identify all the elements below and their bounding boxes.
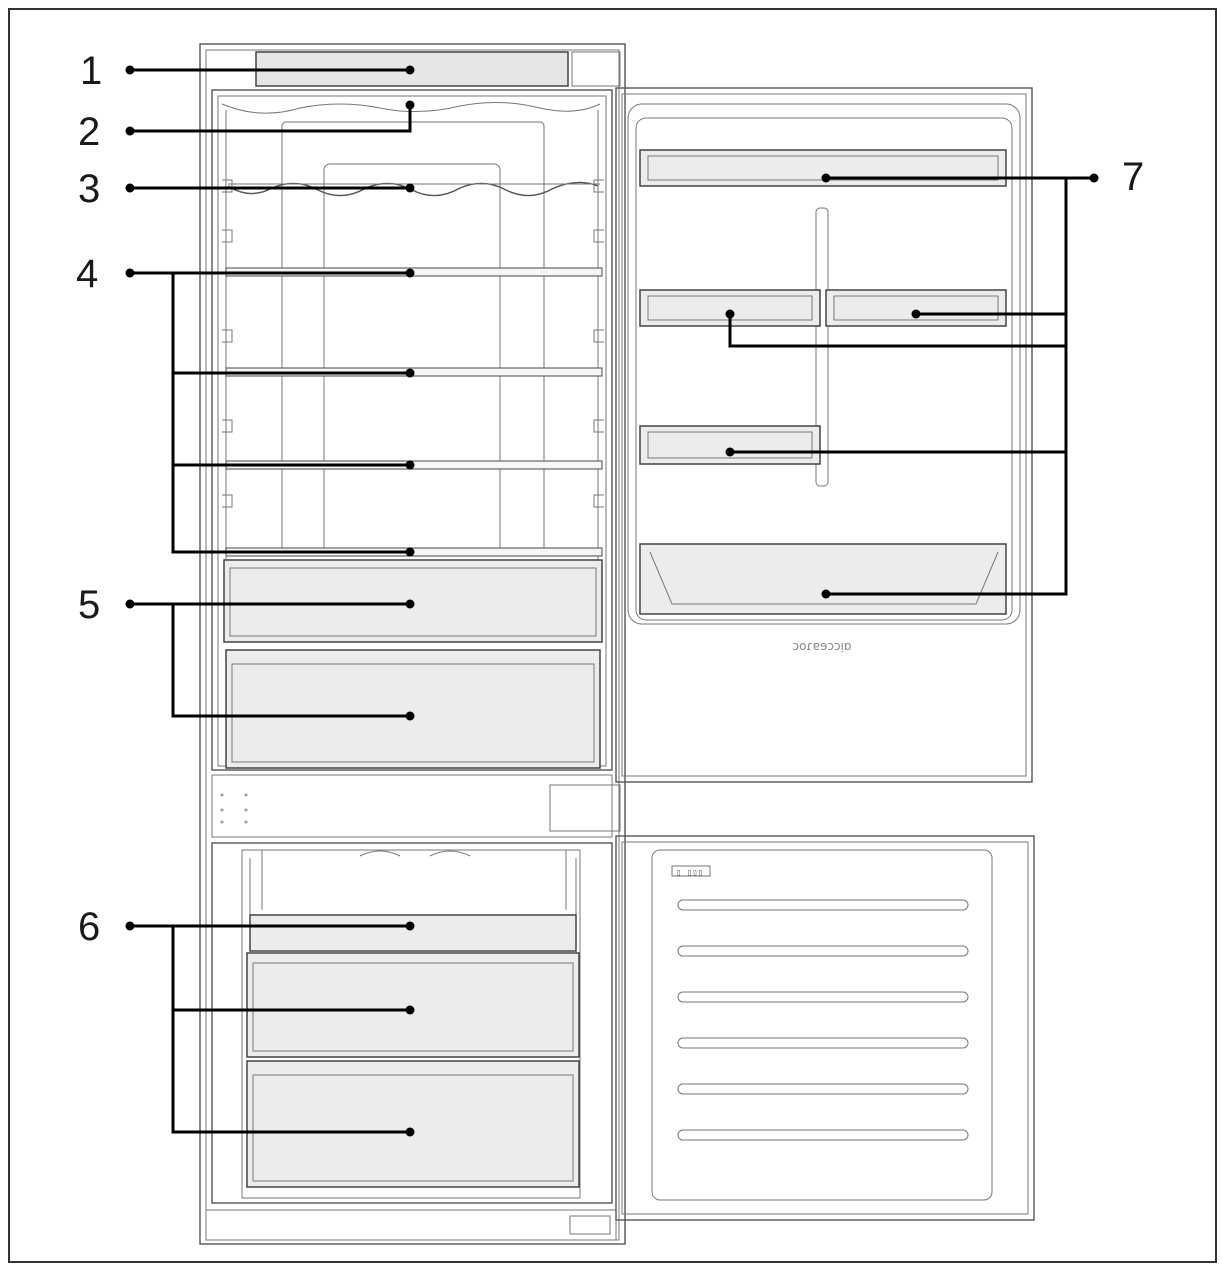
callout-1: 1	[80, 49, 102, 93]
leader-lines	[130, 68, 1094, 1134]
crisper-drawers	[223, 559, 603, 769]
callout-6: 6	[78, 905, 100, 949]
cabinet	[199, 43, 626, 1245]
figure-frame	[8, 8, 1217, 1263]
freezer-drawers	[246, 914, 580, 1188]
callout-7: 7	[1122, 155, 1144, 199]
door-balconies	[639, 149, 1007, 615]
callout-5: 5	[78, 583, 100, 627]
callout-4: 4	[76, 252, 98, 296]
callout-3: 3	[78, 167, 100, 211]
door-ribs	[677, 899, 969, 1141]
callout-2: 2	[78, 110, 100, 154]
indicator-dots	[220, 793, 248, 824]
shelf-supports	[222, 179, 604, 508]
fridge-door: ɔᴏɾɐɘɔɔᴉɒ	[549, 87, 1033, 832]
leader-dots	[125, 65, 1099, 1137]
freezer-door: ▯ ▯▯▯	[615, 835, 1035, 1221]
door-logo: ɔᴏɾɐɘɔɔᴉɒ	[792, 639, 851, 653]
freezer-plate: ▯ ▯▯▯	[676, 868, 703, 878]
